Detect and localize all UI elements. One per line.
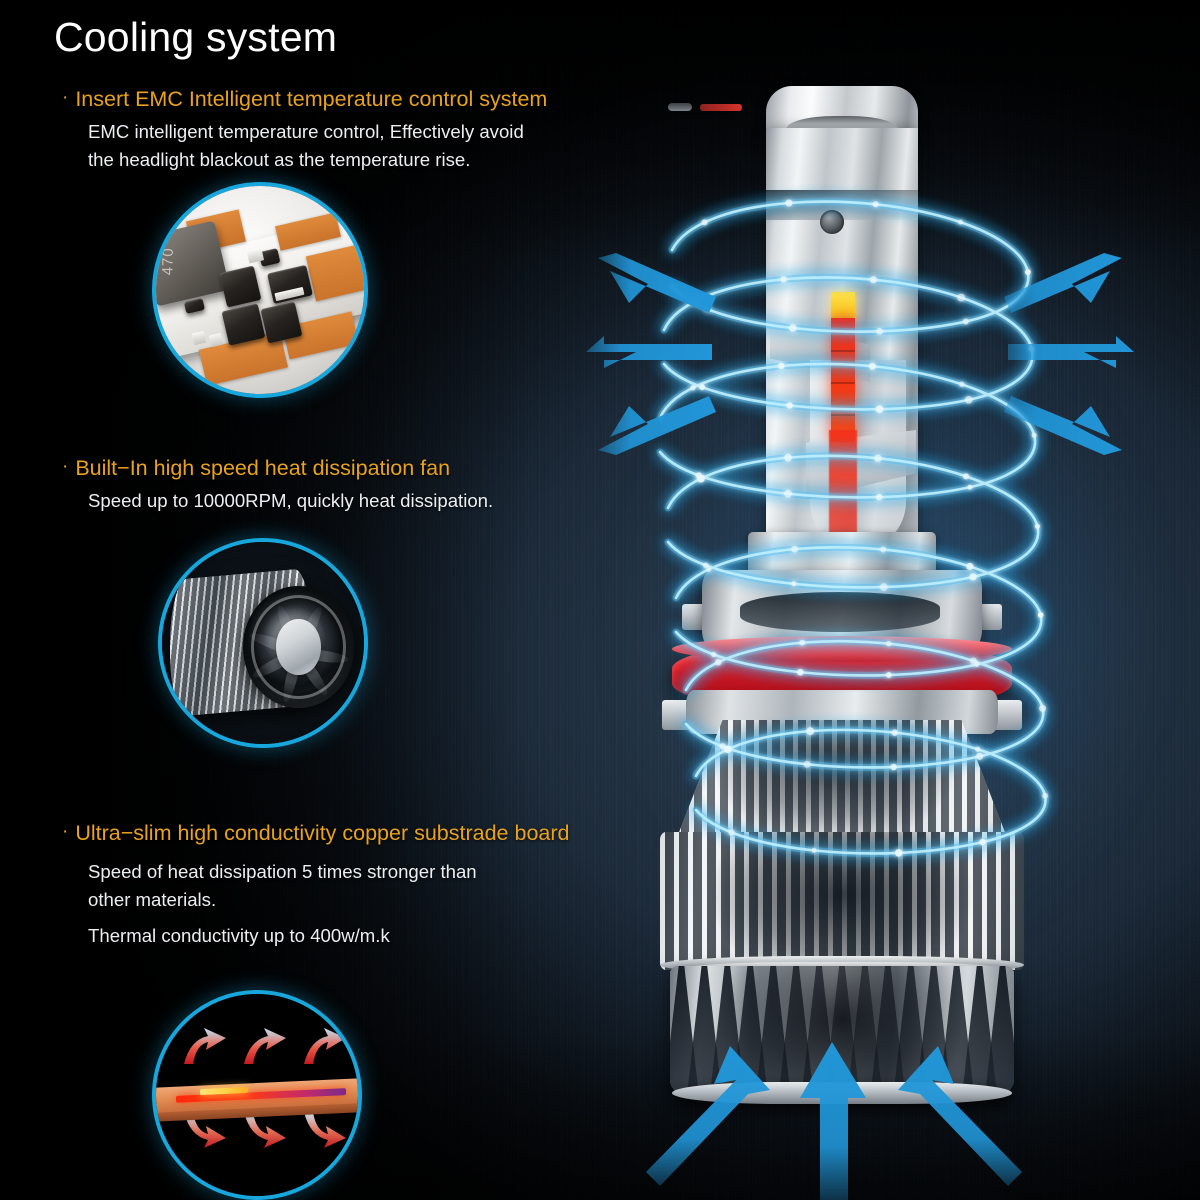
feature-1-body: EMC intelligent temperature control, Eff… (88, 118, 547, 174)
top-cap-red-marker (700, 104, 742, 111)
base-bottom-rim (672, 1082, 1012, 1104)
flange-recess (740, 592, 940, 632)
feature-3-heading: Ultra−slim high conductivity copper subs… (75, 820, 569, 846)
heat-element-yellow (831, 292, 855, 320)
feature-3-body-line-1: Speed of heat dissipation 5 times strong… (88, 858, 569, 886)
bullet-dot-icon: · (62, 85, 68, 111)
copper-substrate-diagram (152, 990, 362, 1200)
feature-block-1: · Insert EMC Intelligent temperature con… (62, 86, 547, 174)
bullet-dot-icon: · (62, 454, 68, 480)
feature-3-heading-row: · Ultra−slim high conductivity copper su… (62, 820, 569, 846)
feature-block-2: · Built−In high speed heat dissipation f… (62, 455, 493, 515)
feature-2-heading-row: · Built−In high speed heat dissipation f… (62, 455, 493, 481)
pcb-photo-bg (156, 186, 364, 394)
heatsink-drum (660, 832, 1024, 970)
feature-1-heading: Insert EMC Intelligent temperature contr… (75, 86, 547, 112)
fan-center-cap (276, 619, 320, 675)
upward-heat-arrow-group (184, 1028, 346, 1064)
feature-3-body: Speed of heat dissipation 5 times strong… (88, 858, 569, 950)
emc-driver-pcb-photo (152, 182, 368, 398)
feature-1-body-line-1: EMC intelligent temperature control, Eff… (88, 118, 547, 146)
top-cap-slot (668, 103, 692, 111)
cooling-fan-photo (158, 538, 368, 748)
fan-hub (243, 586, 354, 707)
heatsink-cone (676, 720, 1008, 840)
page-title: Cooling system (54, 14, 337, 61)
heatsink-drum-shading (660, 832, 1024, 970)
feature-3-body-line-2: other materials. (88, 886, 569, 914)
heatsink-base (670, 966, 1014, 1098)
feature-2-body: Speed up to 10000RPM, quickly heat dissi… (88, 487, 493, 515)
feature-3-body-line-3: Thermal conductivity up to 400w/m.k (88, 922, 569, 950)
base-shading (670, 966, 1014, 1098)
shaft-screw (820, 210, 844, 234)
heat-element-red (831, 318, 855, 442)
bullet-dot-icon: · (62, 819, 68, 845)
led-headlight-bulb (620, 70, 1100, 1080)
fan-photo-bg (162, 542, 364, 744)
feature-1-heading-row: · Insert EMC Intelligent temperature con… (62, 86, 547, 112)
substrate-diagram-bg (156, 994, 358, 1196)
feature-1-body-line-2: the headlight blackout as the temperatur… (88, 146, 547, 174)
heatsink-cone-shading (676, 720, 1008, 840)
feature-2-heading: Built−In high speed heat dissipation fan (75, 455, 450, 481)
feature-2-body-line-1: Speed up to 10000RPM, quickly heat dissi… (88, 487, 493, 515)
red-silicone-oring-highlight (672, 636, 1012, 662)
feature-block-3: · Ultra−slim high conductivity copper su… (62, 820, 569, 950)
shaft-collar (748, 532, 936, 574)
